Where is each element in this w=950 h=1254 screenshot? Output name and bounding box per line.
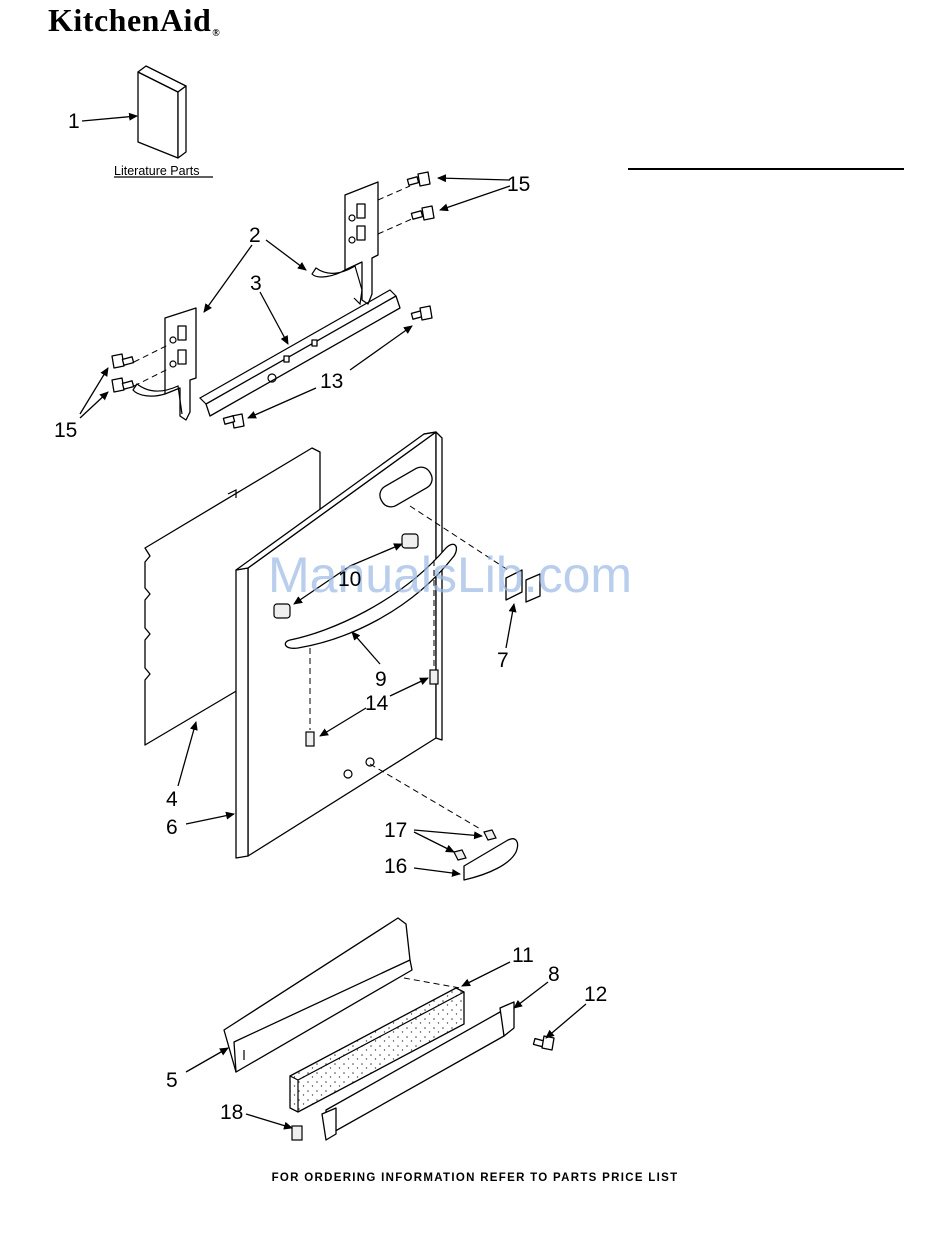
literature-parts bbox=[114, 66, 213, 177]
callout-5: 5 bbox=[166, 1069, 178, 1092]
toe-clip bbox=[292, 1126, 302, 1140]
callout-9: 9 bbox=[375, 668, 387, 691]
callout-13: 13 bbox=[320, 370, 343, 393]
callout-6: 6 bbox=[166, 816, 178, 839]
watermark: ManualsLib.com bbox=[268, 547, 632, 603]
ordering-footer: FOR ORDERING INFORMATION REFER TO PARTS … bbox=[0, 1172, 950, 1184]
callout-2: 2 bbox=[249, 224, 261, 247]
mounting-bracket-right bbox=[312, 182, 378, 304]
callout-10: 10 bbox=[338, 568, 361, 591]
callout-16: 16 bbox=[384, 855, 407, 878]
callout-3: 3 bbox=[250, 272, 262, 295]
callout-7: 7 bbox=[497, 649, 509, 672]
callout-14: 14 bbox=[365, 692, 389, 715]
callout-15-top: 15 bbox=[507, 173, 530, 196]
callout-11: 11 bbox=[512, 944, 534, 967]
screws bbox=[112, 172, 434, 428]
callout-15-left: 15 bbox=[54, 419, 77, 442]
mounting-bracket-left bbox=[133, 308, 196, 420]
callout-4: 4 bbox=[166, 788, 178, 811]
literature-parts-label: Literature Parts bbox=[114, 164, 199, 178]
callout-17: 17 bbox=[384, 819, 407, 842]
mounting-rail bbox=[200, 290, 400, 416]
callout-12: 12 bbox=[584, 983, 607, 1006]
callout-1: 1 bbox=[68, 110, 80, 133]
callout-18: 18 bbox=[220, 1101, 243, 1124]
kickplate-screw bbox=[533, 1036, 554, 1050]
callout-8: 8 bbox=[548, 963, 560, 986]
